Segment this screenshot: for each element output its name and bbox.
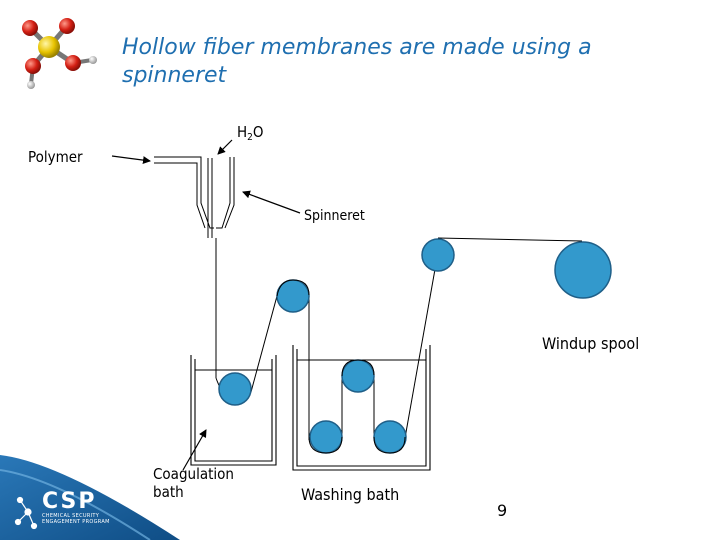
slide-title: Hollow fiber membranes are made using a … xyxy=(122,35,592,88)
coagulation-bath-tank xyxy=(190,355,277,466)
molecule-icon xyxy=(22,18,97,89)
csp-molecule-icon xyxy=(14,496,38,530)
water-label-o: O xyxy=(252,123,264,141)
spinneret-label: Spinneret xyxy=(304,208,365,224)
fiber-path xyxy=(215,237,583,440)
csp-logo-tagline-2: ENGAGEMENT PROGRAM xyxy=(42,519,110,525)
windup-spool-label: Windup spool xyxy=(542,334,640,353)
top-roller xyxy=(421,238,455,272)
windup-spool-roller xyxy=(554,241,612,299)
coagulation-bath-label: Coagulation bath xyxy=(153,465,234,501)
csp-logo-name: CSP xyxy=(42,489,97,514)
csp-logo: CSP CHEMICAL SECURITY ENGAGEMENT PROGRAM xyxy=(42,489,110,526)
wash-roller-top xyxy=(341,359,375,393)
water-label-subscript: 2 xyxy=(247,132,253,143)
spinneret-device xyxy=(154,156,235,238)
water-arrow xyxy=(217,139,233,155)
spinneret-arrow xyxy=(242,190,301,214)
polymer-label: Polymer xyxy=(28,148,83,166)
page-number: 9 xyxy=(497,501,508,520)
coagulation-roller xyxy=(218,372,252,406)
wash-roller-right xyxy=(373,420,407,454)
polymer-arrow xyxy=(111,155,151,165)
washing-bath-label: Washing bath xyxy=(301,485,400,504)
water-label-h: H xyxy=(237,123,248,141)
water-label: H2O xyxy=(237,123,264,143)
csp-logo-tagline-1: CHEMICAL SECURITY xyxy=(42,513,100,519)
csp-logo-band xyxy=(0,455,180,540)
wash-roller-left xyxy=(309,420,343,454)
